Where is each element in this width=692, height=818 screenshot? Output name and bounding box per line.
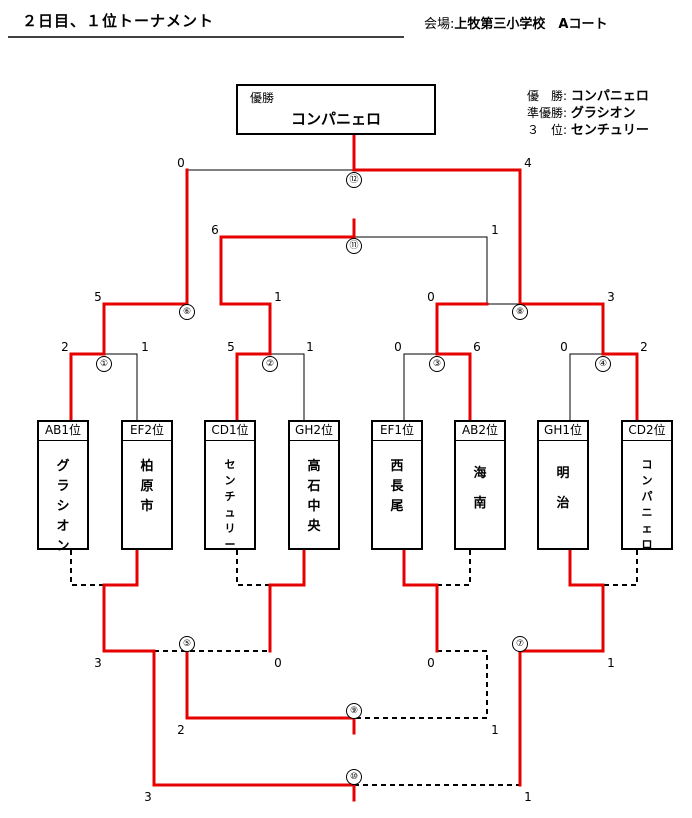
page-title: ２日目、１位トーナメント [22,12,215,30]
team-box-ab2: AB2位 海南 [454,420,506,550]
team-seed: CD1位 [206,422,254,441]
team-name: グラシオン [56,459,70,554]
standing-team: センチュリー [570,123,649,138]
score-m1-left: 2 [61,340,69,354]
team-seed: CD2位 [623,422,671,441]
standing-label: 準優勝: [526,106,567,120]
score-m8-left: 0 [427,290,435,304]
match-number-7: ⑦ [512,636,528,652]
standing-champion: 優 勝: コンパニェロ [521,88,649,105]
score-m10-right: 1 [524,790,532,804]
match-number-10: ⑩ [346,769,362,785]
match-number-5: ⑤ [179,636,195,652]
team-seed: EF1位 [373,422,421,441]
score-m7-left: 0 [427,656,435,670]
venue: 会場:上牧第三小学校 Aコート [424,13,607,32]
team-box-cd2: CD2位 コンパニェロ [621,420,673,551]
team-name: コンパニェロ [641,458,653,551]
score-m12-right: 4 [524,156,532,170]
score-m3-left: 0 [394,340,402,354]
match-number-8: ⑧ [512,304,528,320]
match-number-11: ⑪ [346,238,362,254]
venue-value: 上牧第三小学校 Aコート [454,17,608,32]
match-number-9: ⑨ [346,703,362,719]
score-m5-left: 3 [94,656,102,670]
standing-third: ３ 位: センチュリー [521,122,649,139]
score-m2-left: 5 [227,340,235,354]
match-number-6: ⑥ [179,304,195,320]
team-seed: GH2位 [290,422,338,441]
score-m11-right: 1 [491,223,499,237]
score-m6-left: 5 [94,290,102,304]
team-box-gh1: GH1位 明治 [537,420,589,550]
team-box-ef2: EF2位 柏原市 [121,420,173,550]
team-name: 高石中央 [307,459,321,534]
score-m4-left: 0 [560,340,568,354]
standing-label: 優 勝: [526,89,567,103]
team-box-cd1: CD1位 センチュリー [204,420,256,551]
score-m1-right: 1 [141,340,149,354]
team-name: 明治 [556,466,570,511]
score-m10-left: 3 [144,790,152,804]
score-m3-right: 6 [473,340,481,354]
team-seed: AB1位 [39,422,87,441]
match-number-1: ① [96,356,112,372]
team-seed: AB2位 [456,422,504,441]
champion-name: コンパニェロ [290,110,381,128]
team-box-ef1: EF1位 西長尾 [371,420,423,550]
match-number-3: ③ [429,356,445,372]
score-m9-right: 1 [491,723,499,737]
team-box-ab1: AB1位 グラシオン [37,420,89,554]
venue-label: 会場: [424,17,455,32]
score-m6-right: 1 [274,290,282,304]
standing-team: グラシオン [570,106,636,121]
score-m8-right: 3 [607,290,615,304]
team-name: 柏原市 [140,459,154,514]
champion-box: 優勝 コンパニェロ [236,84,436,135]
score-m9-left: 2 [177,723,185,737]
final-standings: 優 勝: コンパニェロ 準優勝: グラシオン ３ 位: センチュリー [521,88,649,139]
score-m11-left: 6 [211,223,219,237]
standing-label: ３ 位: [526,123,567,137]
champion-label: 優勝 [250,91,275,105]
team-seed: EF2位 [123,422,171,441]
score-m2-right: 1 [306,340,314,354]
match-number-2: ② [262,356,278,372]
score-m4-right: 2 [640,340,648,354]
match-number-12: ⑫ [346,172,362,188]
match-number-4: ④ [595,356,611,372]
score-m5-right: 0 [274,656,282,670]
team-name: 海南 [473,466,487,511]
score-m7-right: 1 [607,656,615,670]
team-box-gh2: GH2位 高石中央 [288,420,340,550]
score-m12-left: 0 [177,156,185,170]
team-seed: GH1位 [539,422,587,441]
standing-team: コンパニェロ [570,89,649,104]
team-name: 西長尾 [390,459,404,514]
standing-runner-up: 準優勝: グラシオン [521,105,649,122]
team-name: センチュリー [224,458,236,551]
